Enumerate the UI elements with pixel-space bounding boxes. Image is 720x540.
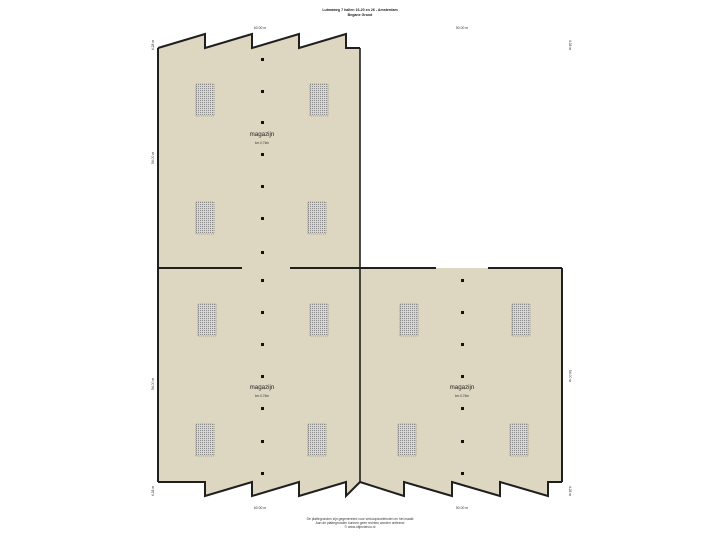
- column: [461, 279, 464, 282]
- column: [261, 90, 264, 93]
- skylight: [397, 423, 417, 457]
- column: [461, 375, 464, 378]
- column: [461, 440, 464, 443]
- column: [461, 472, 464, 475]
- plan-title: Lutmaweg 7 hallen 16-20 en 26 - Amsterda…: [322, 8, 398, 12]
- dimension-corner-bl: 4.28 m: [151, 486, 155, 497]
- dimension-bottom-left: 60.00 m: [254, 506, 266, 510]
- dimension-left-lower: 54.00 m: [151, 378, 155, 390]
- columns: [261, 58, 464, 475]
- column: [261, 279, 264, 282]
- roof-sawtooth-top: [157, 32, 360, 50]
- website-credit: © www.objectenco.nl: [344, 525, 376, 529]
- column: [261, 217, 264, 220]
- column: [261, 440, 264, 443]
- skylight: [309, 303, 329, 337]
- dimension-right: 54.00 m: [568, 370, 572, 382]
- skylight: [307, 423, 327, 457]
- column: [261, 58, 264, 61]
- skylight: [511, 303, 531, 337]
- disclaimer-line-1: De plattegronden zijn gegenereerd voor v…: [306, 517, 414, 521]
- plan-floor-label: Begane Grond: [347, 13, 373, 17]
- walls: [157, 32, 563, 499]
- column: [261, 472, 264, 475]
- room-area: km 0,76m: [255, 394, 269, 398]
- column: [461, 343, 464, 346]
- room-label: magazijn: [250, 131, 275, 138]
- column: [261, 185, 264, 188]
- dimension-corner-tr: 4.28 m: [568, 40, 572, 51]
- room-area: km 0,76m: [455, 394, 469, 398]
- dimension-top-left: 60.00 m: [254, 26, 266, 30]
- column: [261, 153, 264, 156]
- dimension-corner-br: 4.28 m: [568, 486, 572, 497]
- dimension-top-right: 50.00 m: [456, 26, 468, 30]
- dimension-left-upper: 54.00 m: [151, 152, 155, 164]
- skylight: [195, 83, 215, 117]
- column: [261, 343, 264, 346]
- room-label: magazijn: [250, 384, 275, 391]
- skylight: [307, 201, 327, 235]
- skylight: [197, 303, 217, 337]
- roof-sawtooth-bottom-left: [158, 480, 361, 499]
- disclaimer-line-2: Aan de plattegronden kunnen geen rechten…: [315, 521, 405, 525]
- room-label: magazijn: [450, 384, 475, 391]
- skylight: [195, 423, 215, 457]
- skylight: [309, 83, 329, 117]
- column: [461, 407, 464, 410]
- skylight: [509, 423, 529, 457]
- column: [461, 311, 464, 314]
- skylight: [195, 201, 215, 235]
- dimension-corner-tl: 4.28 m: [151, 40, 155, 51]
- room-area: km 0,76m: [255, 141, 269, 145]
- column: [261, 311, 264, 314]
- dimension-bottom-right: 50.00 m: [456, 506, 468, 510]
- roof-sawtooth-bottom-right: [359, 480, 562, 498]
- skylight: [399, 303, 419, 337]
- skylights: [195, 83, 531, 457]
- column: [261, 407, 264, 410]
- column: [261, 251, 264, 254]
- column: [261, 375, 264, 378]
- column: [261, 121, 264, 124]
